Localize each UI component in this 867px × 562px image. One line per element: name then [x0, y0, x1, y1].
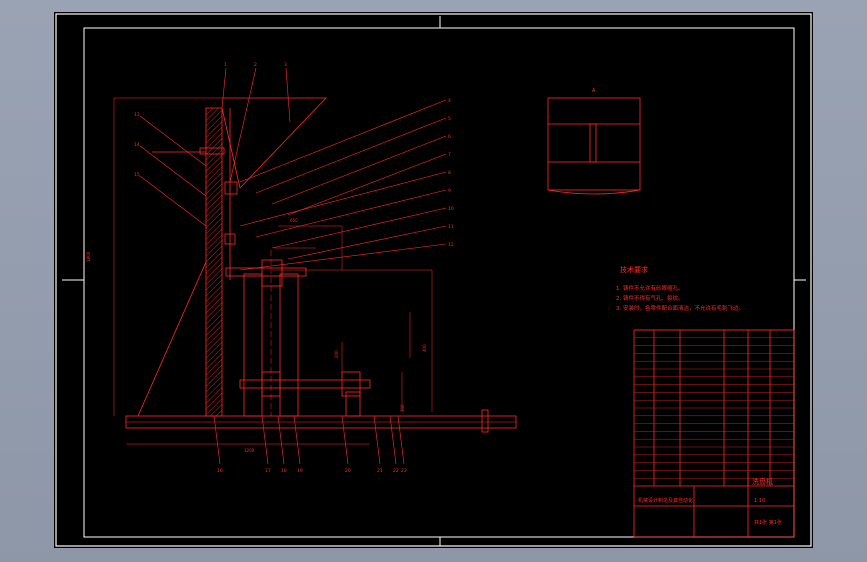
callout-top-1: 1 — [224, 62, 227, 68]
leader-right-8 — [239, 171, 447, 227]
dim-shaft: 200 — [334, 350, 339, 358]
dim-right: 400 — [422, 344, 427, 352]
tech-req-title: 技术要求 — [620, 265, 648, 274]
drawing-sheet: 技术要求 1. 铸件不允许有砂眼缩孔。 2. 铸件不得有气孔、裂纹。 3. 安装… — [54, 12, 813, 548]
detail-label: A — [592, 88, 596, 94]
main-assembly-view — [113, 97, 795, 538]
callout-left-13: 13 — [134, 112, 140, 118]
leader-bottom-22 — [389, 415, 397, 465]
lower-coupling-left — [261, 371, 281, 397]
twin-column-left — [243, 273, 263, 417]
callout-right-7: 7 — [448, 152, 451, 158]
leader-bottom-21 — [373, 415, 381, 465]
dim-top: 650 — [290, 218, 298, 223]
motor-mount — [345, 391, 361, 417]
lower-coupling-right — [341, 371, 361, 397]
tech-req-line-1: 1. 铸件不允许有砂眼缩孔。 — [616, 284, 684, 292]
brace-line — [137, 261, 207, 417]
leader-right-6 — [271, 135, 447, 205]
callout-left-15: 15 — [134, 172, 140, 178]
callout-bottom-22: 22 — [393, 468, 399, 474]
callout-right-4: 4 — [448, 98, 451, 104]
dim-base: 1200 — [244, 448, 255, 453]
rod-bracket — [224, 233, 236, 245]
leader-bottom-20 — [341, 415, 349, 465]
callout-bottom-20: 20 — [345, 468, 351, 474]
top-gearbox — [261, 259, 283, 287]
inner-frame — [83, 27, 795, 538]
callout-bottom-19: 19 — [297, 468, 303, 474]
leader-right-12 — [239, 243, 447, 271]
title-scale: 1:10 — [754, 498, 765, 504]
leader-top-3 — [285, 67, 291, 123]
title-company: 机械设计制造及其自动化 — [638, 497, 693, 504]
leader-left-14 — [139, 145, 207, 197]
parts-list — [634, 329, 794, 479]
side-arm — [199, 147, 225, 155]
callout-right-6: 6 — [448, 134, 451, 140]
hopper — [222, 97, 327, 189]
leader-top-1 — [221, 67, 227, 109]
hopper-bracket — [224, 181, 238, 195]
callout-right-12: 12 — [448, 242, 454, 248]
title-drawing-name: 洗盘机 — [752, 477, 773, 486]
callout-right-8: 8 — [448, 170, 451, 176]
leader-right-10 — [271, 207, 447, 249]
callout-top-2: 2 — [254, 62, 257, 68]
callout-top-3: 3 — [284, 62, 287, 68]
callout-bottom-23: 23 — [401, 468, 407, 474]
lower-shaft — [239, 379, 371, 389]
dim-height: 1800 — [86, 251, 91, 262]
callout-right-10: 10 — [448, 206, 454, 212]
outer-frame — [55, 13, 812, 547]
tech-req-line-3: 3. 安装时，各零件配合面清洁，不允许有毛刺飞边。 — [616, 304, 744, 312]
leader-right-9 — [255, 189, 447, 238]
leader-right-5 — [255, 117, 447, 194]
callout-bottom-21: 21 — [377, 468, 383, 474]
callout-bottom-18: 18 — [281, 468, 287, 474]
width-dim-frame — [272, 269, 433, 412]
leader-bottom-23 — [397, 415, 405, 465]
callout-left-14: 14 — [134, 142, 140, 148]
detail-view-a — [547, 97, 641, 191]
leader-top-2 — [229, 67, 257, 183]
callout-bottom-16: 16 — [217, 468, 223, 474]
leader-bottom-18 — [277, 415, 285, 465]
callout-right-9: 9 — [448, 188, 451, 194]
callout-right-11: 11 — [448, 224, 454, 230]
dim-lower: 300 — [400, 404, 405, 412]
callout-leaders — [139, 67, 447, 465]
twin-column-right — [279, 273, 299, 417]
leader-right-4 — [239, 99, 447, 183]
callout-right-5: 5 — [448, 116, 451, 122]
callout-bottom-17: 17 — [265, 468, 271, 474]
height-dim-frame — [113, 97, 222, 416]
leader-left-15 — [139, 175, 207, 227]
leader-left-13 — [139, 115, 207, 167]
base-bolt — [481, 409, 489, 433]
top-shaft — [225, 267, 307, 277]
tech-req-line-2: 2. 铸件不得有气孔、裂纹。 — [616, 294, 684, 302]
leader-bottom-19 — [293, 415, 301, 465]
title-sheet: 共1张 第1张 — [754, 519, 782, 526]
leader-bottom-16 — [213, 415, 221, 465]
cad-drawing: 技术要求 1. 铸件不允许有砂眼缩孔。 2. 铸件不得有气孔、裂纹。 3. 安装… — [55, 13, 812, 547]
leader-bottom-17 — [261, 415, 269, 465]
leader-right-7 — [287, 153, 447, 216]
leader-right-11 — [287, 225, 447, 260]
